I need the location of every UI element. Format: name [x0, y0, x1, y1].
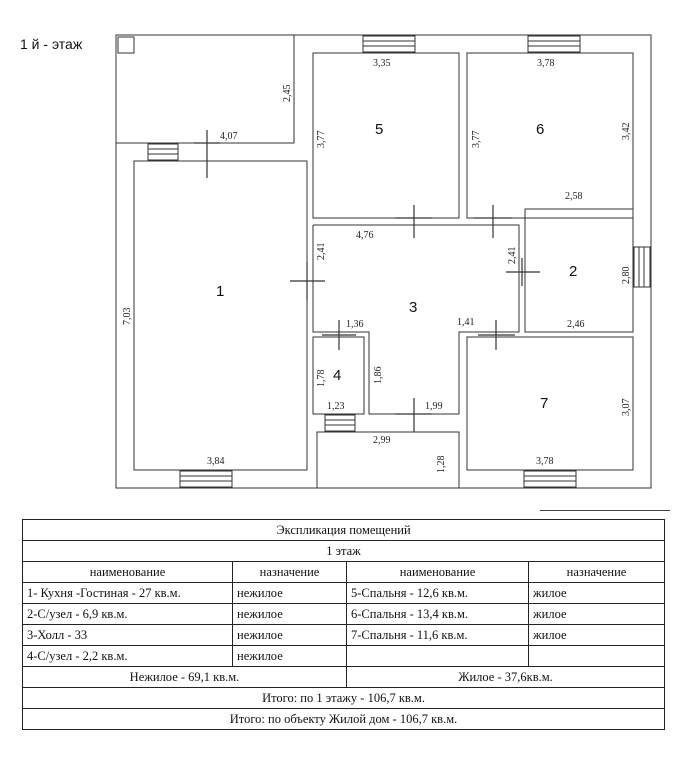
table-cell: жилое: [527, 624, 666, 646]
table-cell: жилое: [527, 582, 666, 604]
explication-title: Экспликация помещений: [21, 519, 666, 541]
door-room-1: [290, 262, 325, 300]
dim-porch-depth: 2,45: [282, 85, 293, 103]
dim-r1-width: 3,84: [207, 456, 225, 467]
header-purpose-1: назначение: [232, 561, 347, 583]
dim-porch-width: 4,07: [220, 131, 238, 142]
porch-outline: [116, 35, 295, 144]
room-label-1: 1: [216, 283, 224, 300]
dim-r1-height: 7,03: [122, 308, 133, 326]
table-cell: нежилое: [232, 603, 347, 625]
dim-r5-height: 3,77: [316, 131, 327, 149]
entry-outline: [316, 431, 460, 488]
hall-outline: [312, 224, 520, 415]
header-purpose-2: назначение: [527, 561, 666, 583]
room-6-outline: [466, 52, 634, 219]
door-room-6: [474, 205, 512, 238]
window-room-7: [523, 470, 577, 488]
window-room-2: [633, 246, 651, 288]
outer-wall: [115, 34, 652, 489]
table-cell: [346, 645, 529, 667]
room-label-3: 3: [409, 299, 417, 316]
dim-hall-seg-right: 1,41: [457, 317, 475, 328]
corner-mark: [117, 36, 135, 54]
table-row: 3-Холл - 33 нежилое 7-Спальня - 11,6 кв.…: [22, 624, 666, 646]
table-cell: 3-Холл - 33: [22, 624, 233, 646]
room-label-5: 5: [375, 121, 383, 138]
dim-r7-width: 3,78: [536, 456, 554, 467]
door-room-5: [395, 205, 432, 238]
table-cell: жилое: [527, 603, 666, 625]
window-room-6: [527, 35, 581, 53]
window-room-5: [362, 35, 416, 53]
window-entry: [324, 414, 356, 432]
table-row: 4-С/узел - 2,2 кв.м. нежилое: [22, 645, 666, 667]
table-cell: 6-Спальня - 13,4 кв.м.: [346, 603, 529, 625]
table-cell: нежилое: [232, 645, 347, 667]
table-cell: [527, 645, 666, 667]
dim-r2-width-bottom: 2,46: [567, 319, 585, 330]
dim-entry-depth: 1,28: [436, 456, 447, 474]
dim-r6-height-left: 3,77: [471, 131, 482, 149]
room-label-7: 7: [540, 395, 548, 412]
floor-plan: 1 2 3 4 5 6 7 4,07 3,35 3,78 2,58 4,76 1…: [115, 34, 652, 489]
header-name-2: наименование: [346, 561, 529, 583]
room-2-outline: [524, 208, 634, 333]
header-name-1: наименование: [22, 561, 233, 583]
table-row: 2-С/узел - 6,9 кв.м. нежилое 6-Спальня -…: [22, 603, 666, 625]
dim-entry-width: 2,99: [373, 435, 391, 446]
door-porch: [194, 130, 220, 178]
dim-r2-height: 2,80: [621, 267, 632, 285]
subtotal-row: Нежилое - 69,1 кв.м. Жилое - 37,6кв.м.: [22, 666, 666, 688]
dim-r6-height-right: 3,42: [621, 123, 632, 141]
floor-title: 1 й - этаж: [20, 36, 83, 52]
dim-hall-lower-width: 1,99: [425, 401, 443, 412]
explication-table: Экспликация помещений 1 этаж наименовани…: [21, 519, 666, 730]
object-total: Итого: по объекту Жилой дом - 106,7 кв.м…: [21, 708, 666, 730]
door-room-4: [322, 320, 356, 350]
dim-r2-width-top: 2,58: [565, 191, 583, 202]
room-label-2: 2: [569, 263, 577, 280]
floor-total: Итого: по 1 этажу - 106,7 кв.м.: [21, 687, 666, 709]
dim-r5-width: 3,35: [373, 58, 391, 69]
table-cell: нежилое: [232, 582, 347, 604]
dim-hall-height-left: 2,41: [316, 243, 327, 261]
dim-hall-lower-height: 1,86: [373, 367, 384, 385]
table-row: 1- Кухня -Гостиная - 27 кв.м. нежилое 5-…: [22, 582, 666, 604]
table-cell: 4-С/узел - 2,2 кв.м.: [22, 645, 233, 667]
dim-hall-seg-left: 1,36: [346, 319, 364, 330]
table-cell: 2-С/узел - 6,9 кв.м.: [22, 603, 233, 625]
door-room-2: [506, 258, 540, 286]
nonliving-total: Нежилое - 69,1 кв.м.: [22, 666, 347, 688]
room-7-outline: [466, 336, 634, 471]
dim-hall-height-right: 2,41: [507, 247, 518, 265]
table-cell: 1- Кухня -Гостиная - 27 кв.м.: [22, 582, 233, 604]
living-total: Жилое - 37,6кв.м.: [345, 666, 666, 688]
table-cell: нежилое: [232, 624, 347, 646]
explication-floor: 1 этаж: [21, 540, 666, 562]
separator-line: [540, 510, 670, 511]
window-room-1-top: [147, 143, 179, 161]
door-entry: [395, 398, 432, 432]
dim-r7-height: 3,07: [621, 399, 632, 417]
table-cell: 7-Спальня - 11,6 кв.м.: [346, 624, 529, 646]
dim-r4-width: 1,23: [327, 401, 345, 412]
room-5-outline: [312, 52, 460, 219]
table-header-row: наименование назначение наименование наз…: [22, 561, 666, 583]
dim-r6-width: 3,78: [537, 58, 555, 69]
door-room-7: [478, 320, 515, 350]
room-label-6: 6: [536, 121, 544, 138]
room-1-outline: [133, 160, 308, 471]
room-label-4: 4: [333, 367, 341, 384]
table-cell: 5-Спальня - 12,6 кв.м.: [346, 582, 529, 604]
dim-r4-height: 1,78: [316, 370, 327, 388]
dim-hall-width-top: 4,76: [356, 230, 374, 241]
window-room-1-bottom: [179, 470, 233, 488]
